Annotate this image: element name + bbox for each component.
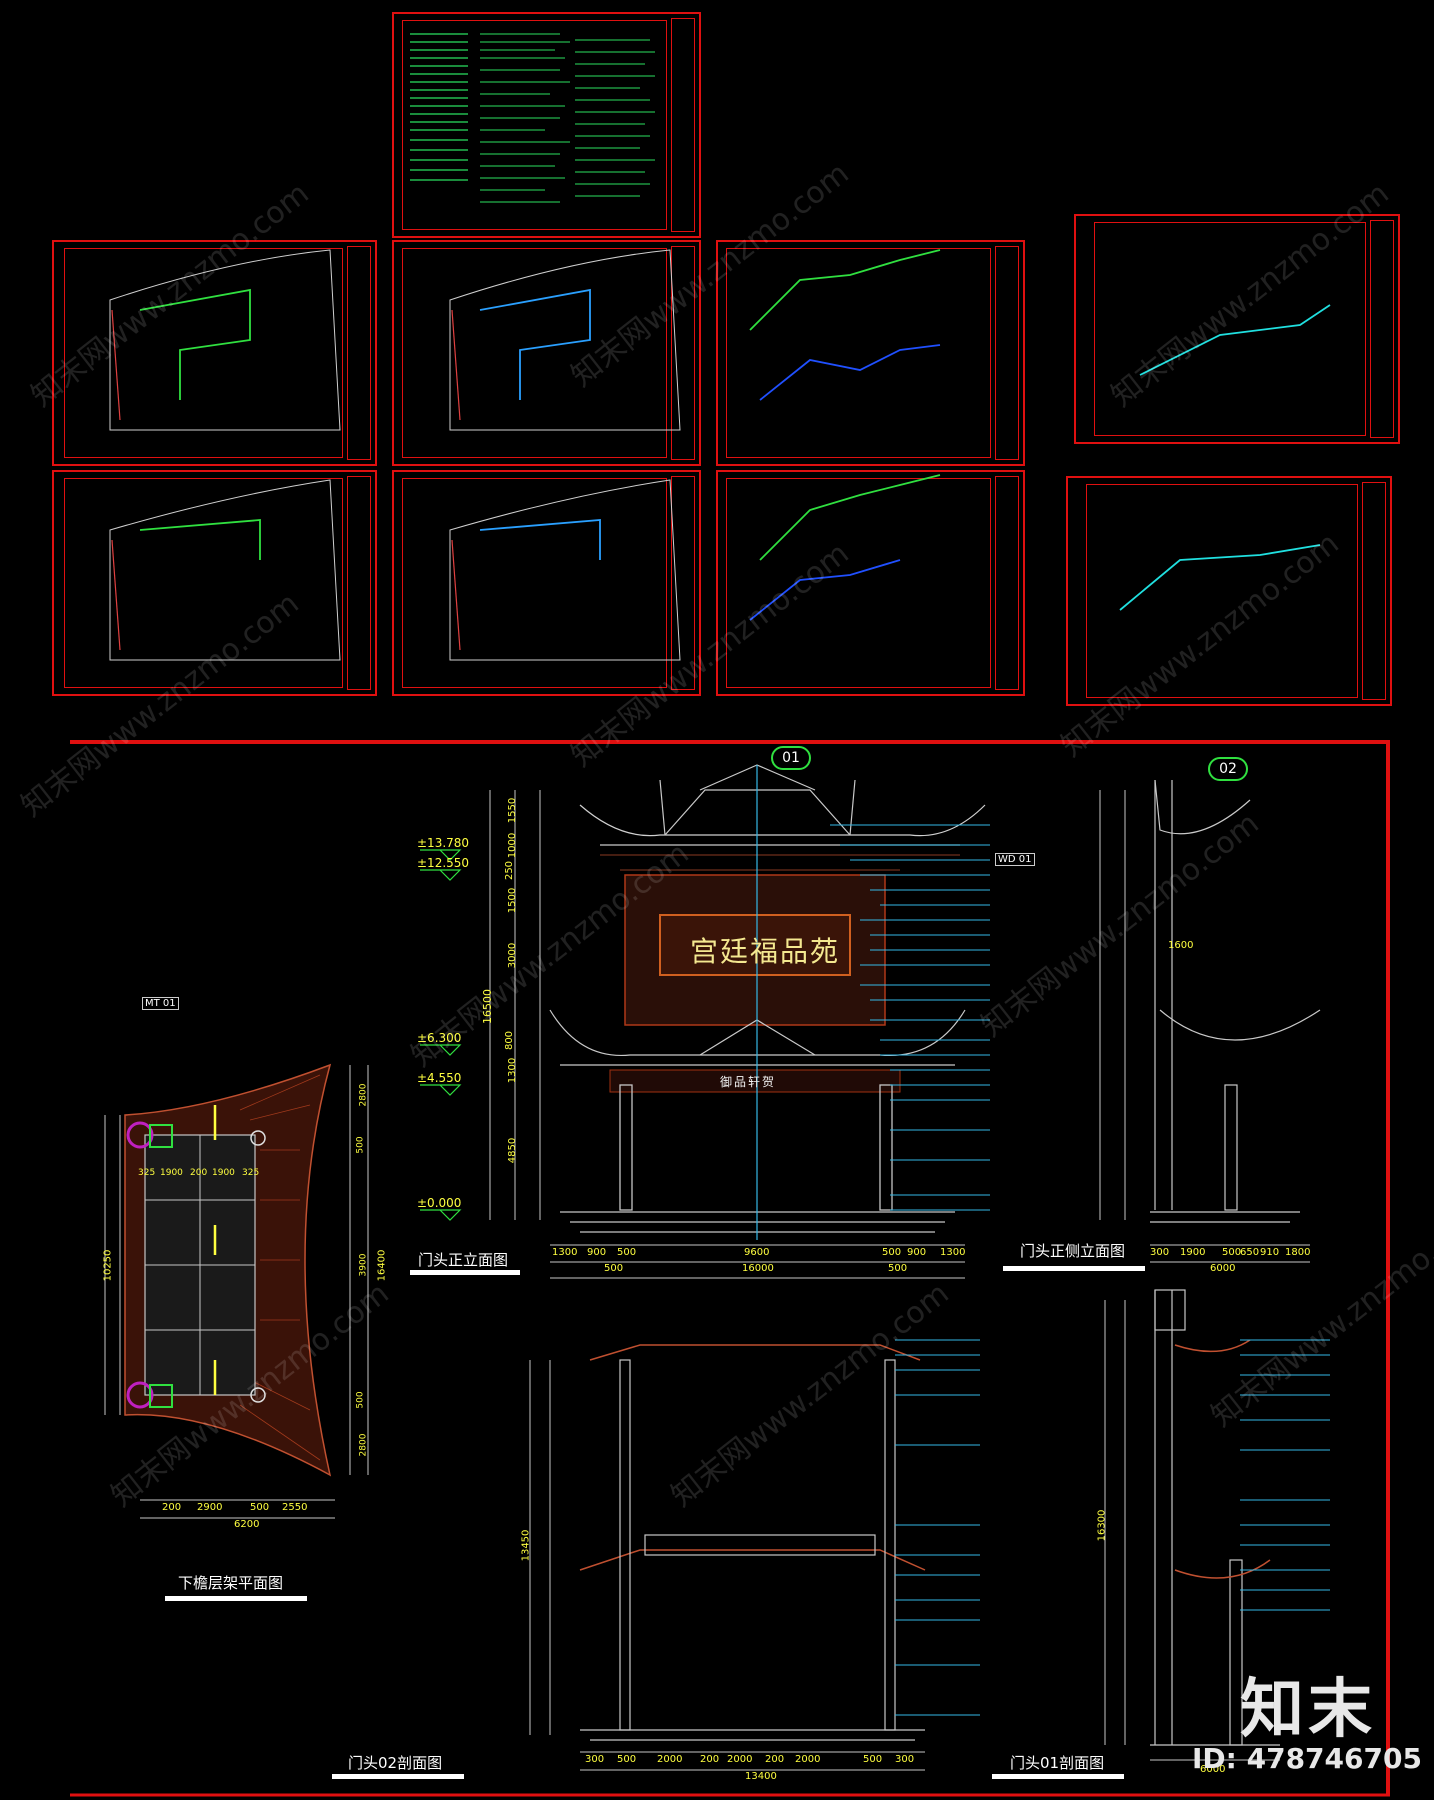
sheet-border <box>1094 222 1366 436</box>
title-block <box>347 246 371 460</box>
elevation-mark-0: ±0.000 <box>417 1196 462 1210</box>
title-block <box>671 18 695 232</box>
title-block <box>1362 482 1386 700</box>
title-block <box>347 476 371 690</box>
title-block <box>1370 220 1394 438</box>
callout-mt01: MT 01 <box>142 997 179 1010</box>
title-block <box>995 246 1019 460</box>
brand-id-text: ID: 478746705 <box>1192 1742 1422 1775</box>
front-dim-bottom: 1300 900 500 9600 500 900 1300 500 500 1… <box>552 1247 966 1274</box>
title-block <box>995 476 1019 690</box>
section-02-dim-bottom: 300 500 2000 200 2000 200 2000 500 300 1… <box>585 1754 915 1782</box>
title-block <box>671 476 695 690</box>
sheet-border <box>402 248 667 458</box>
section-01-dim-total-height: 16300 <box>1096 1509 1108 1542</box>
elevation-mark-6300: ±6.300 <box>417 1031 462 1045</box>
section-01-title-underline <box>992 1774 1124 1779</box>
section-marker-01[interactable]: 01 <box>771 746 811 770</box>
drawing-sheet-pipe-2[interactable] <box>716 470 1025 696</box>
title-block <box>671 246 695 460</box>
sheet-border <box>64 478 343 688</box>
front-elevation-title: 门头正立面图 <box>418 1251 509 1269</box>
front-plaque-text: 宫廷福品苑 <box>690 935 841 968</box>
sheet-border <box>726 478 991 688</box>
drawing-sheet-pipe-1[interactable] <box>716 240 1025 466</box>
side-elevation-title: 门头正侧立面图 <box>1020 1242 1126 1260</box>
brand-logo-text: 知末 <box>1240 1673 1376 1747</box>
elevation-mark-12550: ±12.550 <box>417 856 470 870</box>
drawing-sheet-pipe-3[interactable] <box>1074 214 1400 444</box>
sheet-border <box>402 478 667 688</box>
plan-dim-top: 325 1900 200 1900 325 <box>138 1168 260 1178</box>
sheet-border <box>1086 484 1358 698</box>
side-elevation-title-underline <box>1003 1266 1145 1271</box>
section-01-dim-bottom-total: 6000 <box>1200 1764 1226 1775</box>
drawing-sheet-notes[interactable] <box>392 12 701 238</box>
section-02-title: 门头02剖面图 <box>348 1754 443 1772</box>
lower-plaque-text: 御品轩贺 <box>720 1075 777 1089</box>
side-dim-bottom: 300 1900 500 650 910 1800 6000 <box>1150 1247 1311 1274</box>
sheet-border <box>402 20 667 230</box>
drawing-sheet-plan-3[interactable] <box>52 470 377 696</box>
drawing-sheet-plan-2[interactable] <box>392 240 701 466</box>
elevation-mark-13780: ±13.780 <box>417 836 470 850</box>
section-marker-02[interactable]: 02 <box>1208 757 1248 781</box>
drawing-sheet-plan-4[interactable] <box>392 470 701 696</box>
sheet-border <box>726 248 991 458</box>
section-02-title-underline <box>332 1774 464 1779</box>
section-01-title: 门头01剖面图 <box>1010 1754 1105 1772</box>
drawing-sheet-pipe-4[interactable] <box>1066 476 1392 706</box>
plan-dim-bottom: 200 2900 500 2550 6200 <box>162 1502 308 1530</box>
front-elevation-title-underline <box>410 1270 520 1275</box>
thumbnail-artwork <box>109 33 1331 661</box>
elevation-mark-4550: ±4.550 <box>417 1071 462 1085</box>
drawing-sheet-plan-1[interactable] <box>52 240 377 466</box>
lower-eave-plan-title-underline <box>165 1596 307 1601</box>
callout-wd01: WD 01 <box>995 853 1035 866</box>
sheet-border <box>64 248 343 458</box>
lower-eave-plan-title: 下檐层架平面图 <box>178 1574 284 1592</box>
side-dim-inner-width: 1600 <box>1168 940 1194 951</box>
